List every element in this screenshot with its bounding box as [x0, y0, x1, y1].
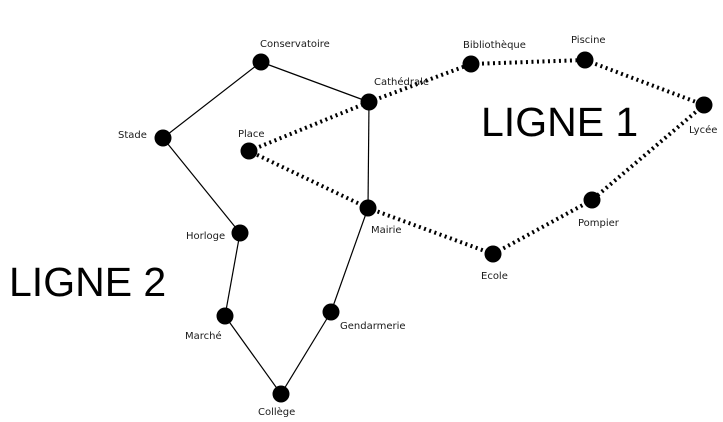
ligne-2-segment-conservatoire-cathedrale: [260, 61, 370, 103]
ligne-2-segment-horloge-stade: [162, 137, 241, 234]
station-node-cathedrale: [360, 93, 378, 111]
label-stade: Stade: [118, 130, 147, 141]
ligne-1-segment-cathedrale-bibliotheque: [368, 62, 472, 104]
network-edges: [162, 58, 706, 395]
station-node-gendarmerie: [322, 303, 340, 321]
ligne-1-segment-place-cathedrale: [248, 100, 370, 153]
station-node-horloge: [231, 224, 249, 242]
ligne-1-segment-bibliotheque-piscine: [470, 58, 586, 66]
station-labels: Conservatoire Bibliothèque Piscine Cathé…: [118, 35, 717, 418]
station-node-piscine: [576, 51, 594, 69]
station-node-lycee: [695, 96, 713, 114]
label-place: Place: [238, 129, 265, 140]
label-gendarmerie: Gendarmerie: [340, 321, 406, 332]
ligne-2-segment-cathedrale-mairie: [367, 101, 370, 209]
station-node-marche: [216, 307, 234, 325]
label-lycee: Lycée: [689, 124, 717, 136]
station-node-stade: [154, 129, 172, 147]
label-marche: Marché: [185, 330, 222, 342]
station-node-mairie: [359, 199, 377, 217]
ligne-1-segment-lycee-pompier: [590, 103, 706, 202]
ligne-1-segment-pompier-ecole: [492, 198, 593, 256]
label-mairie: Mairie: [371, 225, 402, 236]
station-node-bibliotheque: [462, 55, 480, 73]
ligne-1-segment-piscine-lycee: [584, 58, 705, 107]
label-piscine: Piscine: [571, 35, 606, 46]
ligne-2-segment-mairie-gendarmerie: [330, 207, 369, 313]
station-node-pompier: [583, 191, 601, 209]
label-pompier: Pompier: [578, 218, 620, 229]
station-node-college: [272, 385, 290, 403]
label-cathedrale: Cathédrale: [374, 76, 429, 88]
label-college: Collège: [258, 406, 295, 418]
ligne-2-title: LIGNE 2: [9, 259, 166, 305]
ligne-1-title: LIGNE 1: [481, 99, 638, 145]
network-stations: [154, 51, 713, 403]
label-bibliotheque: Bibliothèque: [463, 39, 526, 51]
label-conservatoire: Conservatoire: [260, 39, 330, 50]
ligne-2-segment-marche-horloge: [224, 232, 241, 317]
ligne-1-segment-ecole-mairie: [367, 206, 494, 256]
ligne-2-segment-gendarmerie-college: [280, 311, 332, 395]
ligne-2-segment-stade-conservatoire: [162, 61, 262, 139]
station-node-conservatoire: [252, 53, 270, 71]
ligne-1-segment-mairie-place: [248, 149, 369, 210]
station-node-place: [240, 142, 258, 160]
label-ecole: Ecole: [481, 271, 508, 282]
station-node-ecole: [484, 245, 502, 263]
ligne-2-segment-college-marche: [224, 315, 282, 395]
label-horloge: Horloge: [186, 231, 225, 242]
